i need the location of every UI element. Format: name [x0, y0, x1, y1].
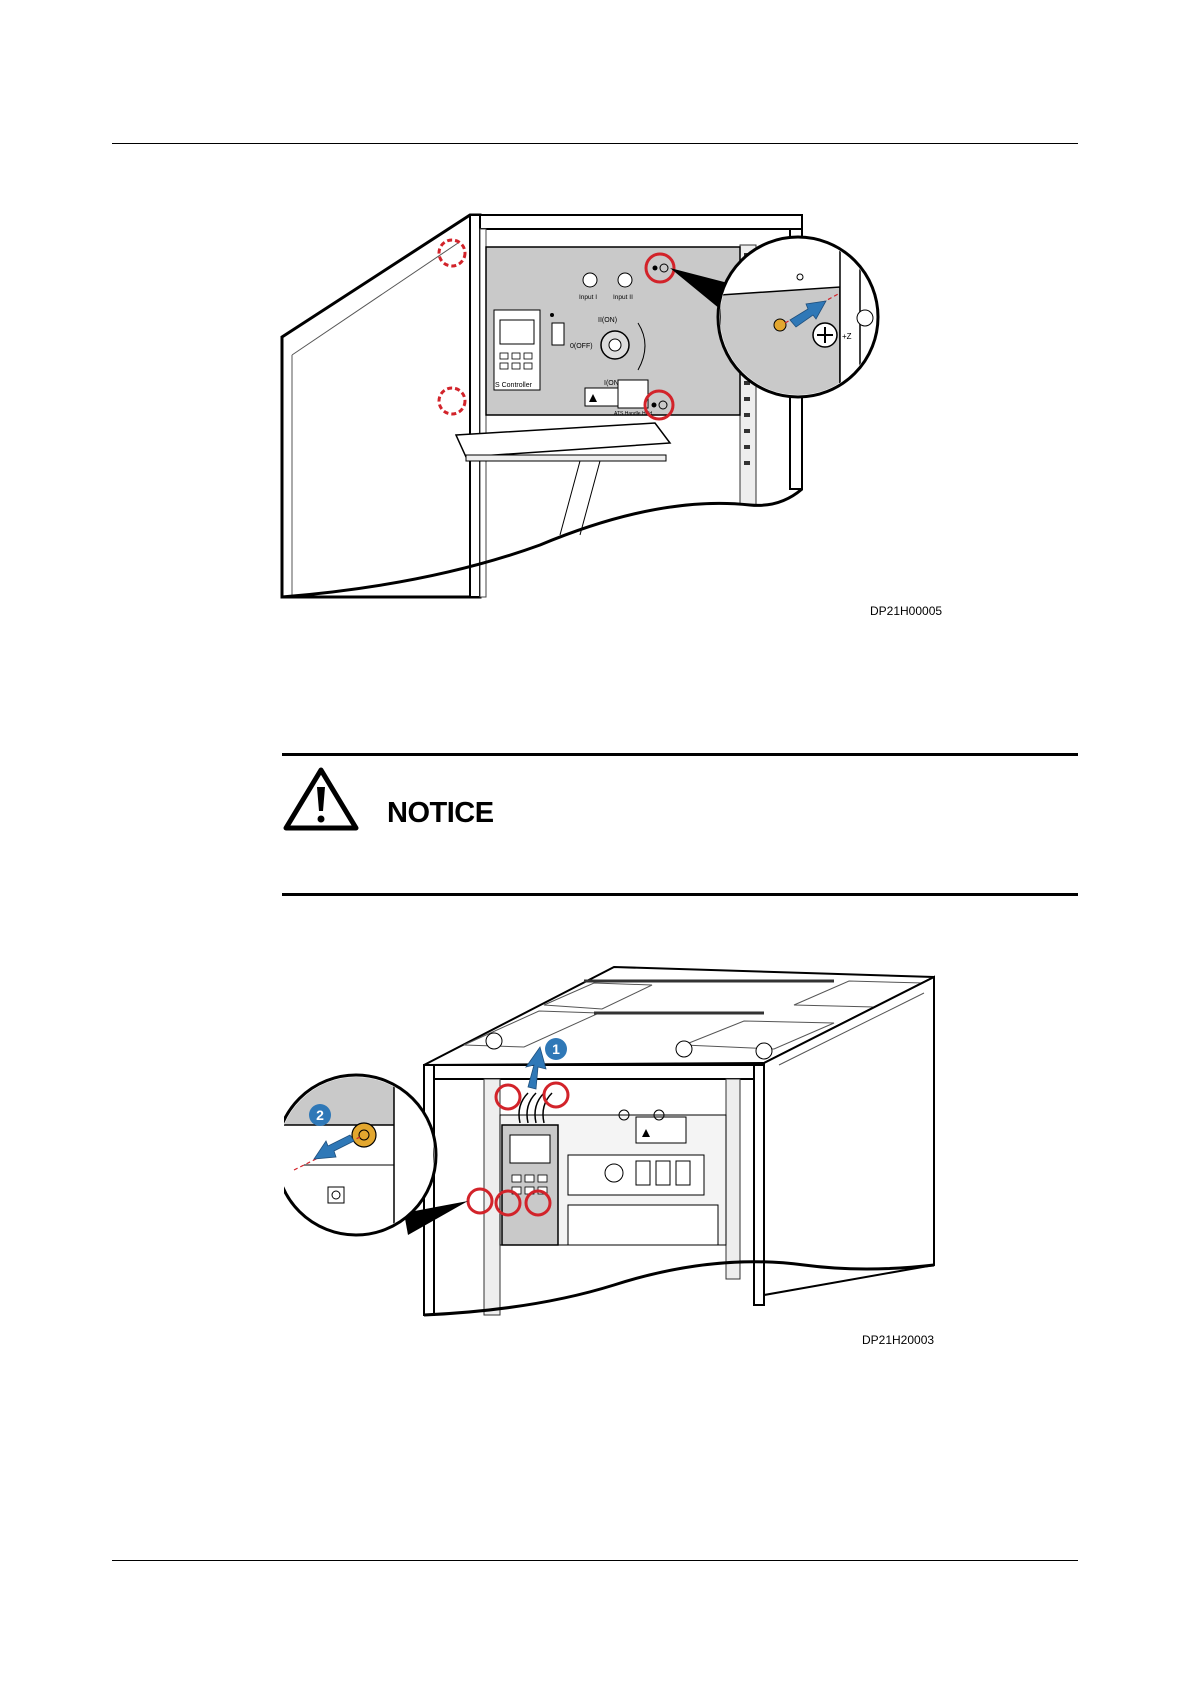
step-2-number: 2 [316, 1107, 324, 1123]
figure-1-id: DP21H00005 [870, 604, 942, 618]
notice-top-rule [282, 753, 1078, 756]
figure-2-id: DP21H20003 [862, 1333, 934, 1347]
label-input-2: Input II [613, 294, 633, 301]
label-input-1: Input I [579, 294, 597, 301]
label-plus-z: +Z [842, 332, 852, 341]
callout-top-right-screw [544, 1083, 568, 1107]
controller-label: S Controller [495, 382, 533, 389]
step-1-number: 1 [552, 1041, 560, 1057]
warning-triangle-icon [283, 767, 359, 831]
cabinet-side [282, 215, 480, 597]
label-on-2: II(ON) [598, 317, 617, 324]
footer-rule [112, 1560, 1078, 1561]
header-rule [112, 143, 1078, 144]
notice-bottom-rule [282, 893, 1078, 896]
figure-2-illustration: 1 2 [284, 965, 944, 1335]
figure-1-illustration: S Controller II(ON) 0(OFF) I(ON) Input I… [280, 205, 950, 605]
label-off: 0(OFF) [570, 343, 593, 350]
notice-title: NOTICE [387, 797, 494, 830]
